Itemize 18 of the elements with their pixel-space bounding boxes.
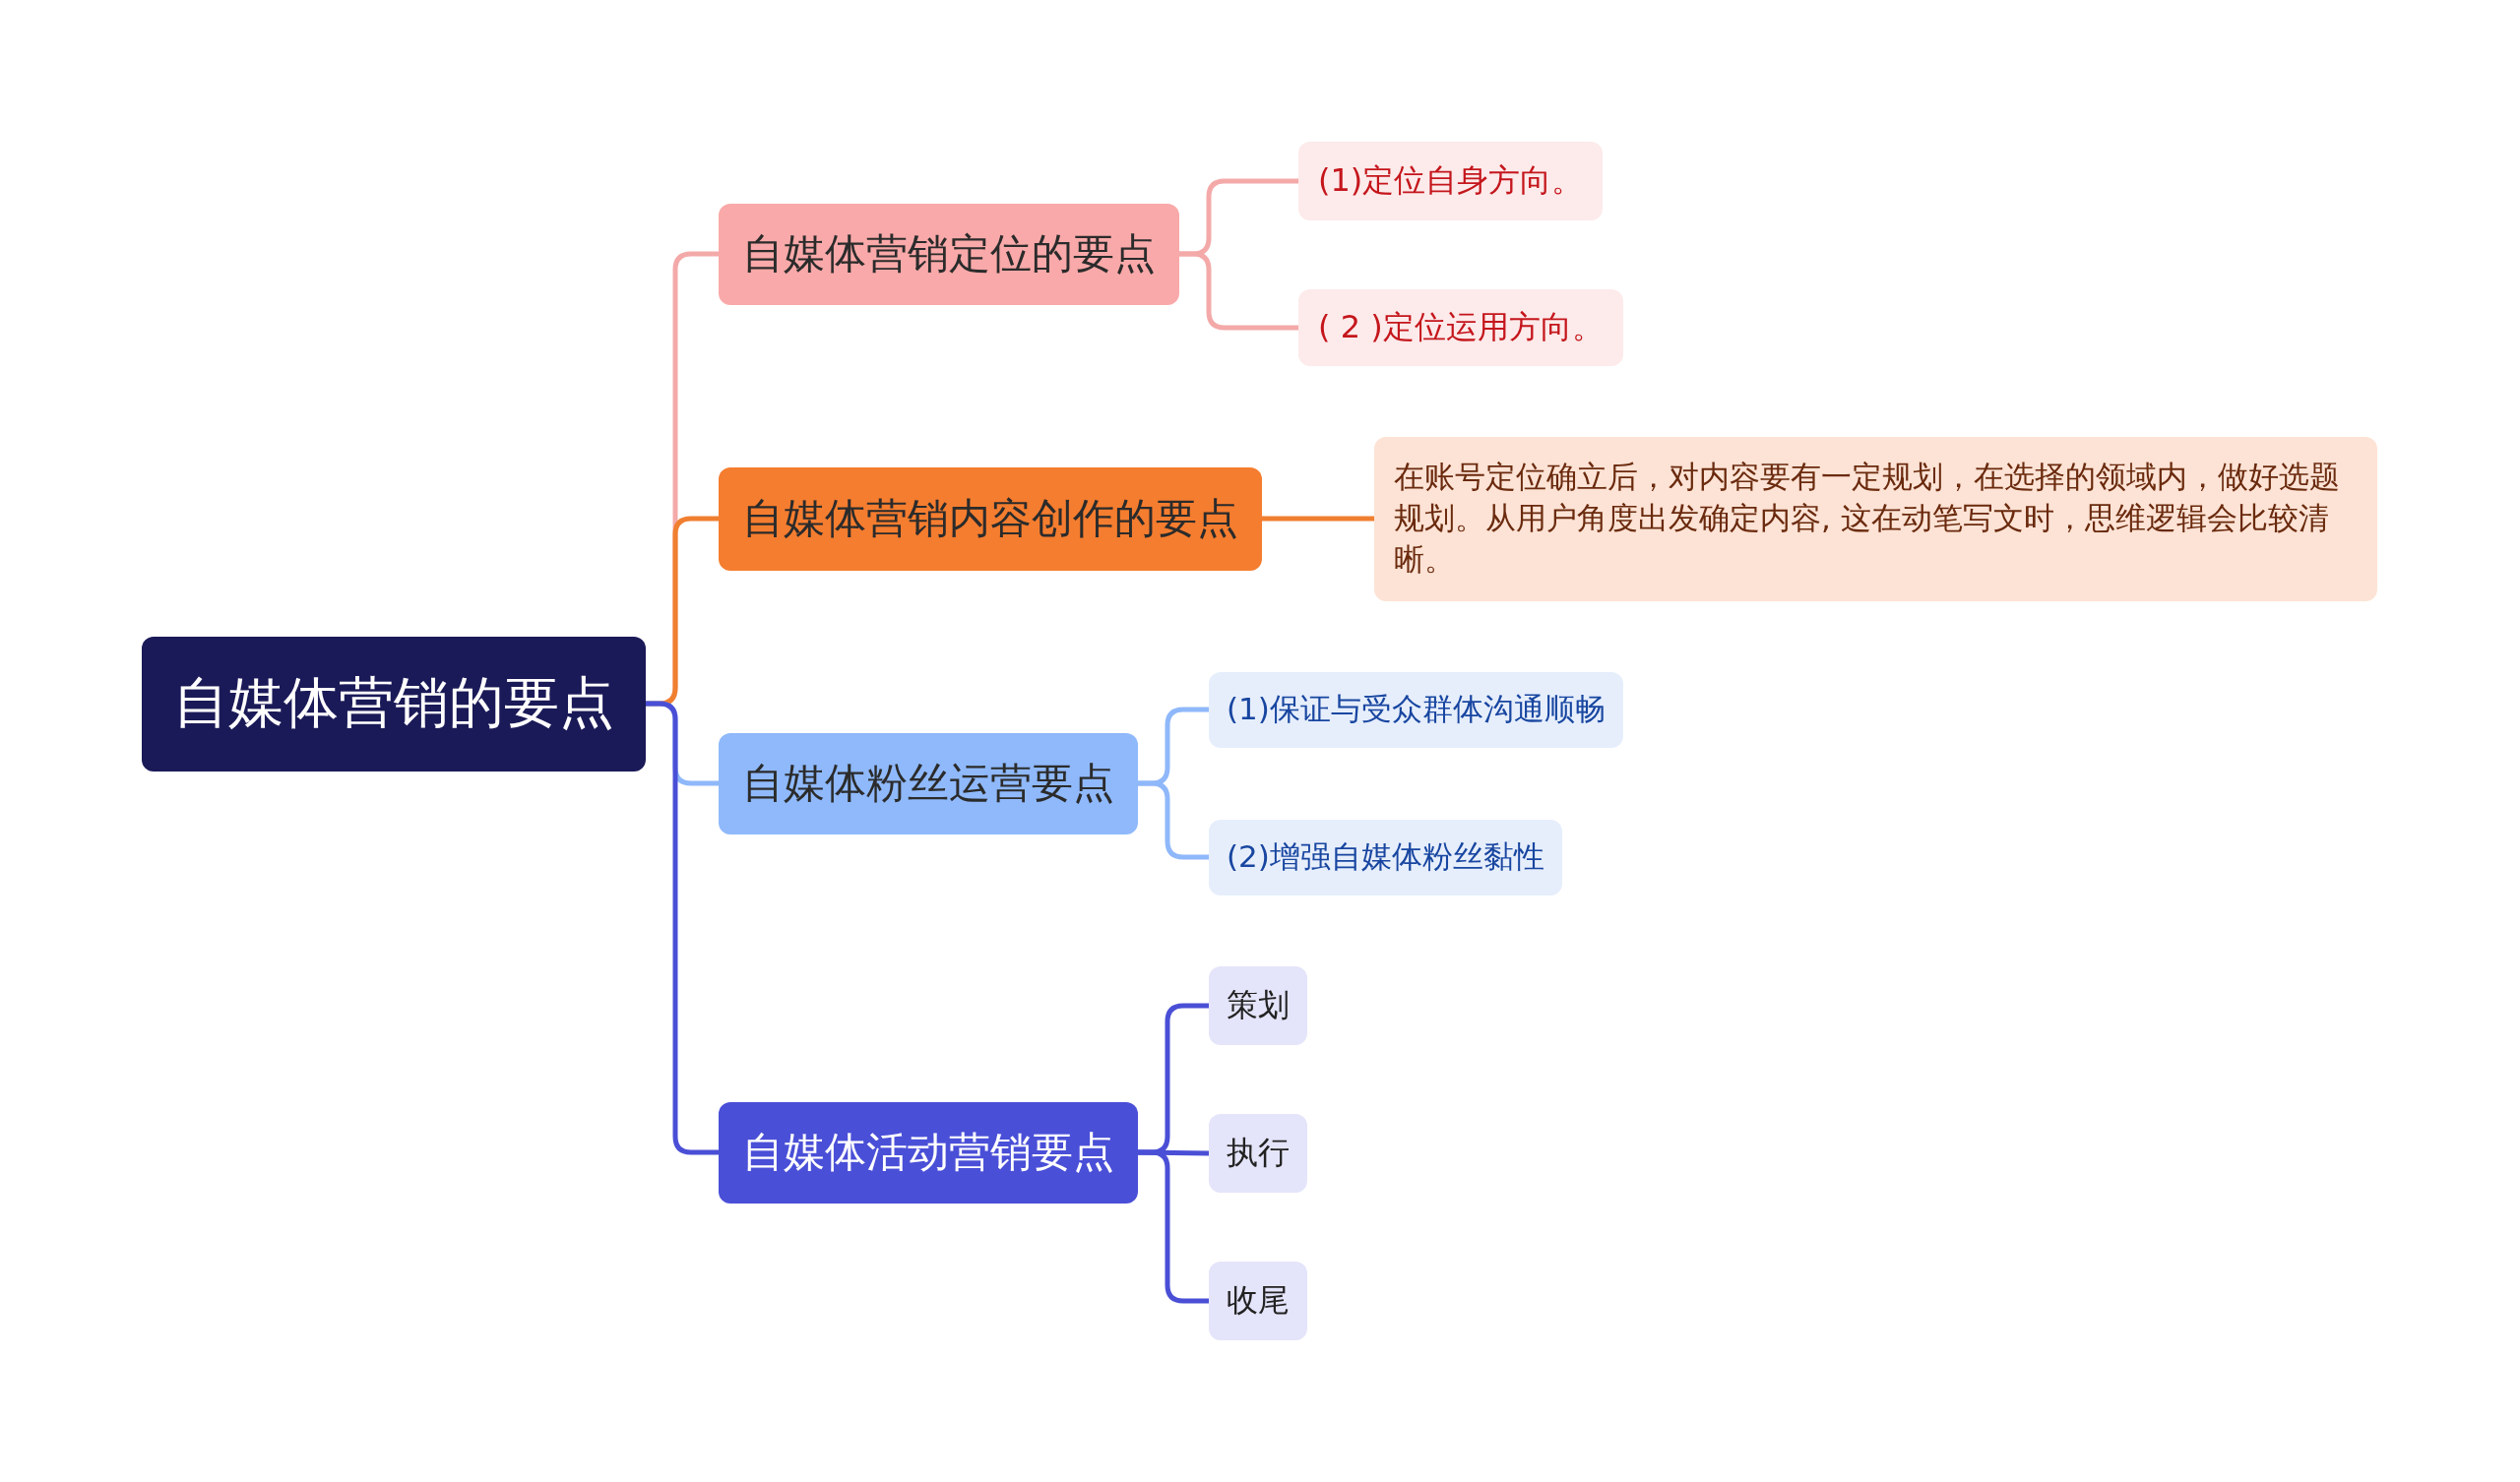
connector-line xyxy=(1262,516,1374,522)
connector-line xyxy=(1179,251,1298,331)
topic-box: (1)保证与受众群体沟通顺畅 xyxy=(1209,671,1623,748)
central-topic-box: 自媒体营销的要点 xyxy=(142,636,646,772)
topic-box: 执行 xyxy=(1209,1114,1307,1193)
topic-box: 在账号定位确立后，对内容要有一定规划，在选择的领域内，做好选题规划。从用户角度出发确定内容, 这在动笔写文时，思维逻辑会比较清晰。 xyxy=(1374,436,2377,601)
branch-topic-box: 自媒体粉丝运营要点 xyxy=(719,732,1138,834)
branch-topic-box: 自媒体营销定位的要点 xyxy=(719,203,1179,305)
connector-line xyxy=(1138,1149,1209,1304)
connector-line xyxy=(646,701,719,1155)
topic-box: 收尾 xyxy=(1209,1262,1307,1340)
topic-box: ( 2 )定位运用方向。 xyxy=(1298,289,1623,366)
topic-box: (2)增强自媒体粉丝黏性 xyxy=(1209,819,1562,895)
branch-topic-box: 自媒体营销内容创作的要点 xyxy=(719,466,1262,571)
branch-topic-box: 自媒体活动营销要点 xyxy=(719,1101,1138,1204)
topic-box: (1)定位自身方向。 xyxy=(1298,142,1604,220)
connector-line xyxy=(1138,780,1209,860)
topic-box: 策划 xyxy=(1209,966,1307,1045)
